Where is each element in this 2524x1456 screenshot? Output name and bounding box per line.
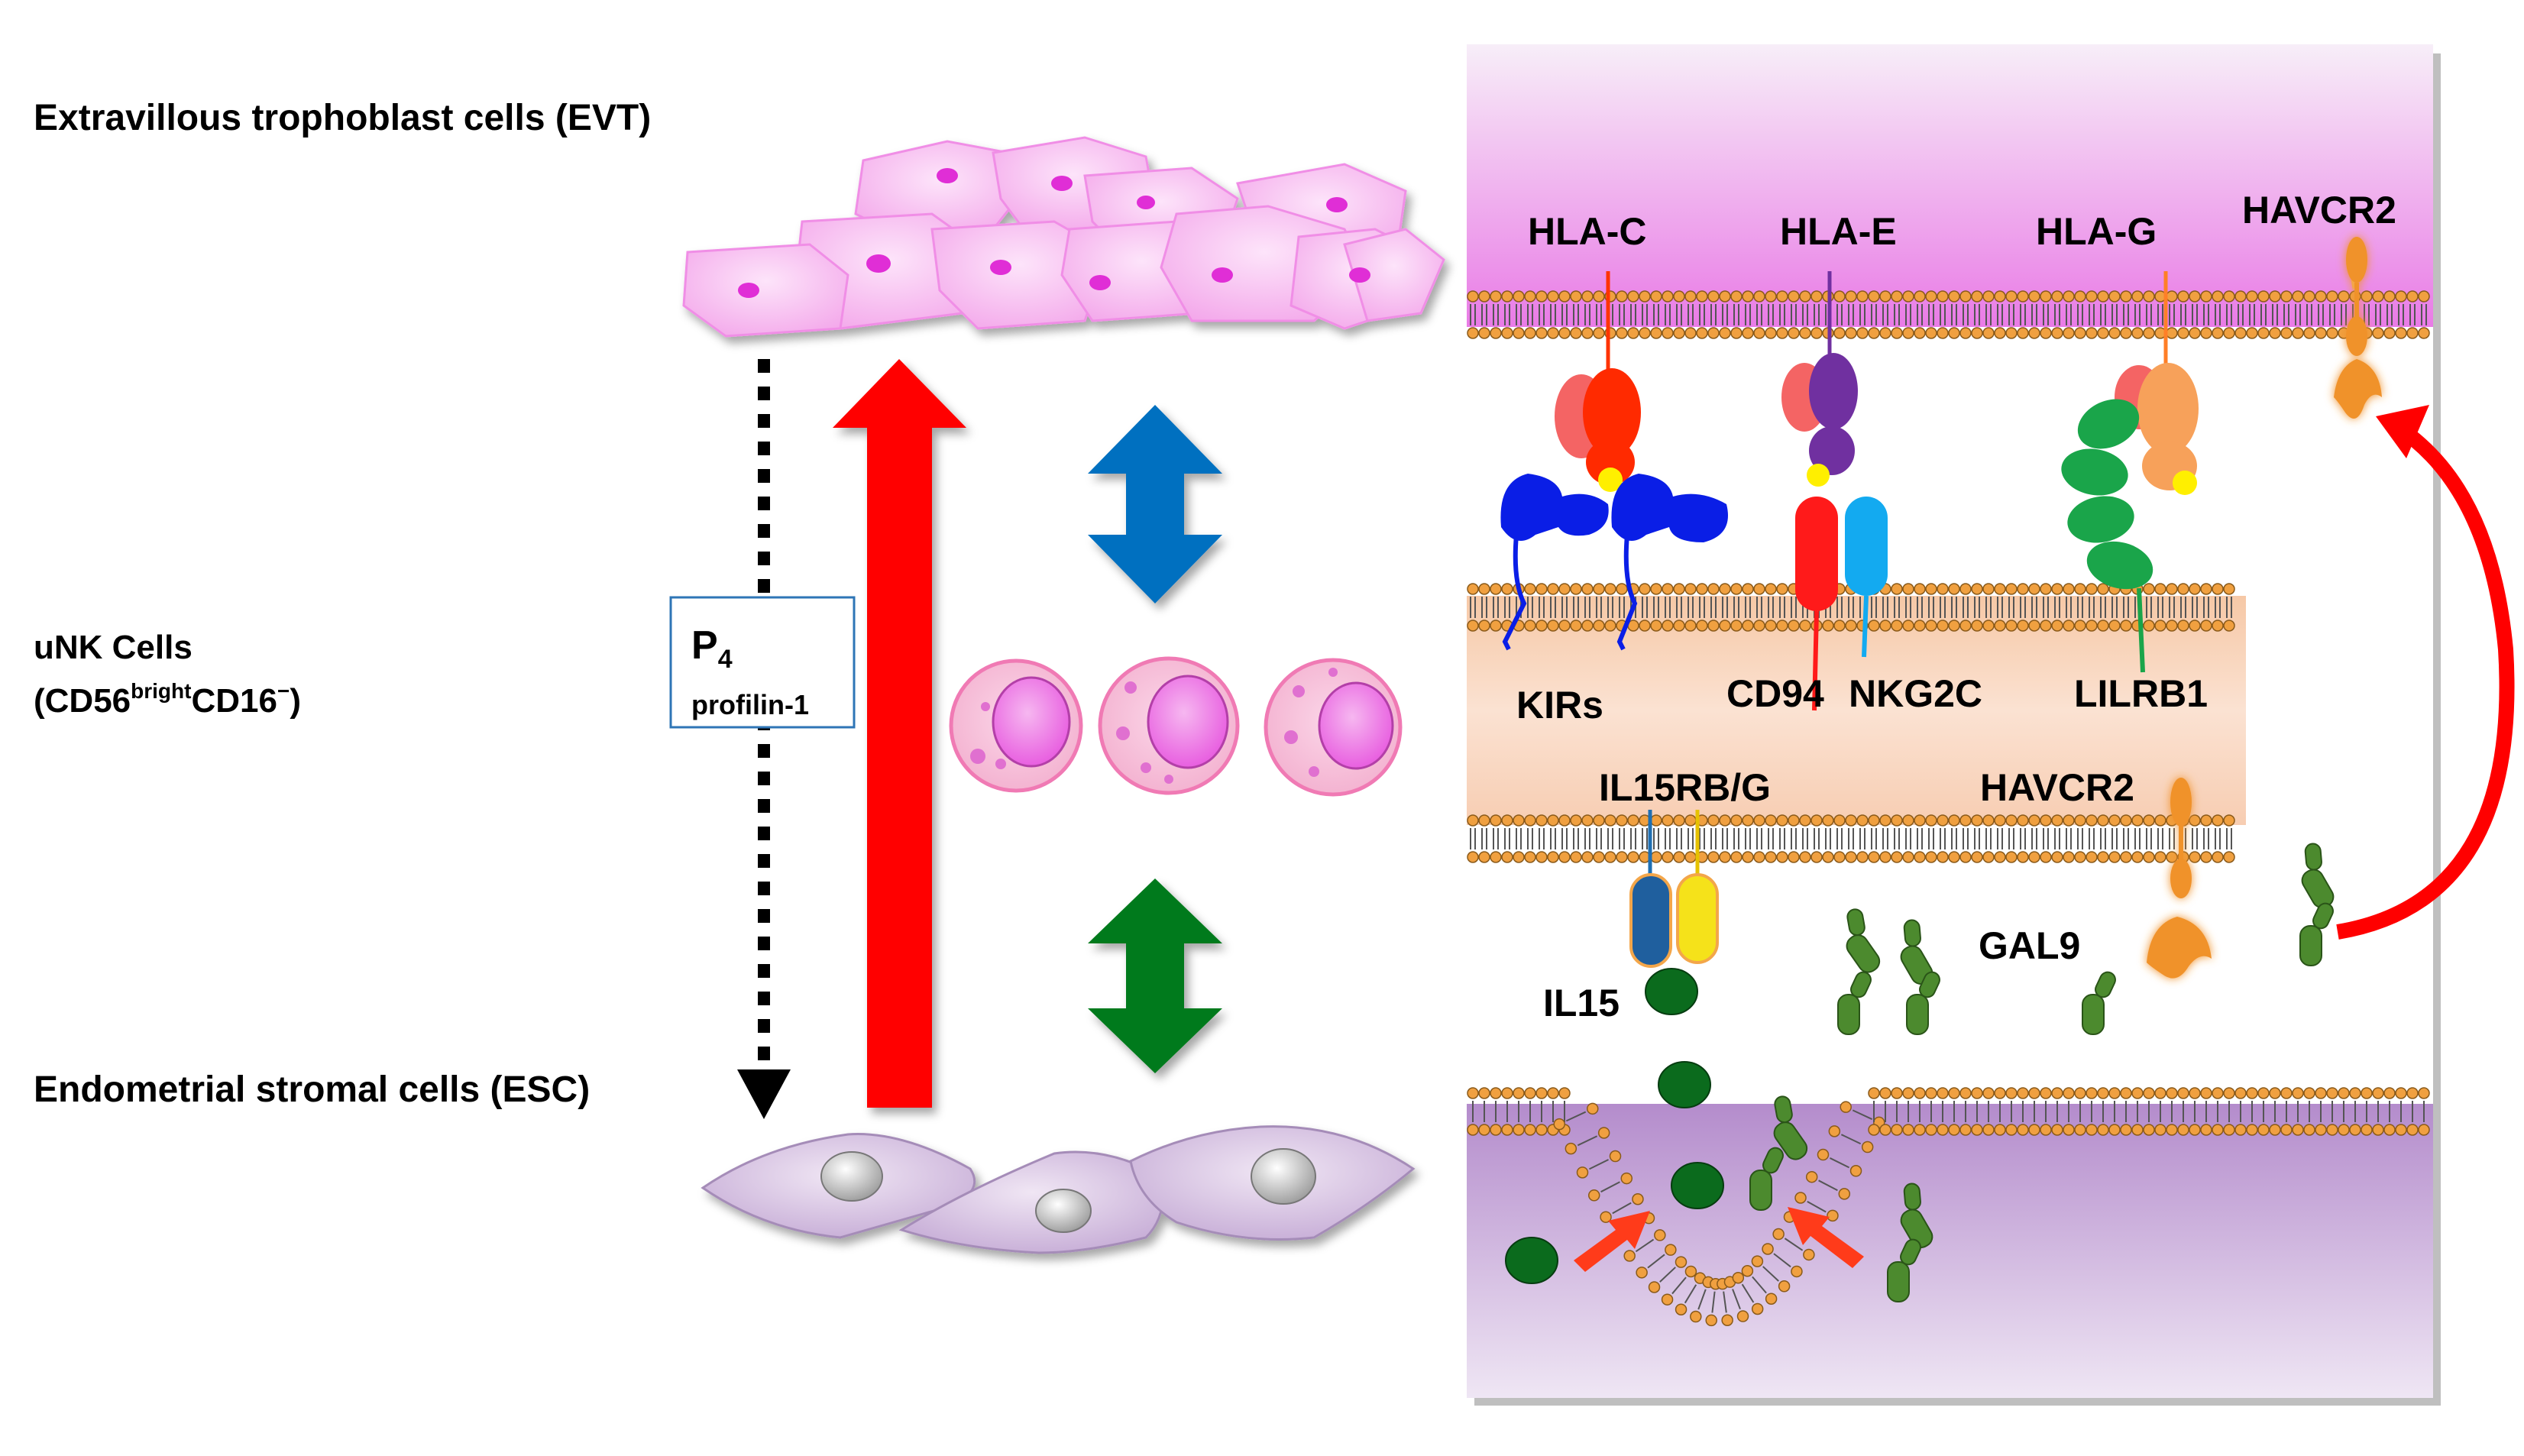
hla-e-label: HLA-E — [1780, 210, 1897, 253]
gal9-label: GAL9 — [1979, 924, 2080, 967]
p4-box-frame — [669, 596, 856, 729]
evt-nuclei — [738, 168, 1370, 298]
il15-molecules — [1505, 968, 1724, 1284]
unk-cd56: (CD56 — [34, 682, 131, 720]
p4-label: P4 — [691, 623, 733, 674]
pocket-arrow-right — [1788, 1207, 1864, 1268]
unk-cell — [1098, 656, 1240, 795]
il15-molecule — [1671, 1162, 1724, 1209]
evt-cell — [1343, 228, 1445, 322]
unk-membrane-top — [1467, 583, 2235, 632]
gal9-molecule — [2299, 902, 2334, 966]
havcr2-mid-label: HAVCR2 — [1980, 766, 2134, 809]
unk-cell — [949, 658, 1083, 793]
dotted-arrow-head — [737, 1069, 791, 1119]
panel-shadow-right — [2433, 53, 2441, 1406]
cd94-label: CD94 — [1726, 672, 1824, 715]
gal9-molecule — [1749, 1147, 1784, 1211]
havcr2-top-label: HAVCR2 — [2242, 189, 2396, 231]
il15-molecule — [1658, 1061, 1711, 1108]
red-curved-arrow — [2336, 405, 2515, 940]
profilin-label: profilin-1 — [691, 689, 809, 720]
esc-label: Endometrial stromal cells (ESC) — [34, 1069, 590, 1110]
il15-molecule — [1505, 1237, 1558, 1284]
unk-label-line1: uNK Cells — [34, 629, 193, 666]
gal9-molecule — [2301, 843, 2335, 909]
blue-double-arrow — [1088, 405, 1222, 603]
evt-cell — [930, 220, 1109, 330]
esc-cell-group — [701, 1125, 1416, 1254]
evt-cell — [682, 243, 849, 338]
green-double-arrow — [1088, 878, 1222, 1073]
p4-sub: 4 — [718, 645, 733, 674]
gal9-molecule — [1900, 1183, 1933, 1249]
kirs-label: KIRs — [1516, 684, 1603, 726]
unk-compartment — [1467, 596, 2246, 825]
cd94-nkg2c-receptors — [1795, 497, 1888, 711]
unk-sup-bright: bright — [131, 679, 191, 703]
pocket-arrows — [1574, 1207, 1864, 1272]
il15rb-g-receptor — [1629, 810, 1719, 968]
unk-sup-minus: − — [277, 679, 290, 703]
p4-box: P4 profilin-1 — [669, 596, 856, 729]
red-up-arrow — [833, 359, 966, 1108]
lilrb1-label: LILRB1 — [2074, 672, 2208, 715]
hla-c-complex — [1555, 271, 1641, 492]
havcr2-mid-receptor — [2147, 778, 2212, 979]
gal9-molecule — [1773, 1095, 1808, 1160]
evt-cell-cluster — [682, 136, 1445, 338]
il15rb-label: IL15RB/G — [1599, 766, 1771, 809]
unk-cell-group — [949, 656, 1403, 797]
nkg2c-label: NKG2C — [1849, 672, 1982, 715]
il15-label: IL15 — [1543, 982, 1620, 1024]
gal9-molecule — [1837, 971, 1872, 1035]
unk-close: ) — [290, 682, 301, 720]
hla-c-label: HLA-C — [1528, 210, 1647, 253]
esc-pocket-membrane — [1467, 1087, 2430, 1327]
unk-membrane-bottom — [1467, 814, 2235, 863]
evt-compartment — [1467, 44, 2433, 327]
unk-cell — [1264, 658, 1403, 797]
right-panel: HLA-C HLA-E HLA-G HAVCR2 — [1467, 44, 2515, 1406]
unk-cd16: CD16 — [191, 682, 277, 720]
gal9-molecule — [1846, 908, 1881, 973]
il15-molecule — [1645, 968, 1698, 1015]
p4-p: P — [691, 623, 718, 668]
pocket-arrow-left — [1574, 1211, 1650, 1272]
hla-e-complex — [1781, 271, 1858, 487]
hla-g-label: HLA-G — [2036, 210, 2157, 253]
gal9-molecule — [1887, 1238, 1921, 1302]
gal9-molecule — [2082, 971, 2116, 1035]
havcr2-top-receptor — [2334, 237, 2382, 419]
kir-receptors — [1500, 474, 1728, 651]
gal9-molecules — [1749, 843, 2335, 1302]
gal9-molecule — [1906, 971, 1940, 1035]
lilrb1-receptor — [2061, 399, 2153, 673]
panel-shadow-bottom — [1474, 1398, 2441, 1406]
unk-label-line2: (CD56brightCD16−) — [34, 679, 301, 720]
evt-membrane — [1467, 290, 2430, 339]
evt-label: Extravillous trophoblast cells (EVT) — [34, 98, 651, 138]
gal9-molecule — [1900, 919, 1933, 985]
